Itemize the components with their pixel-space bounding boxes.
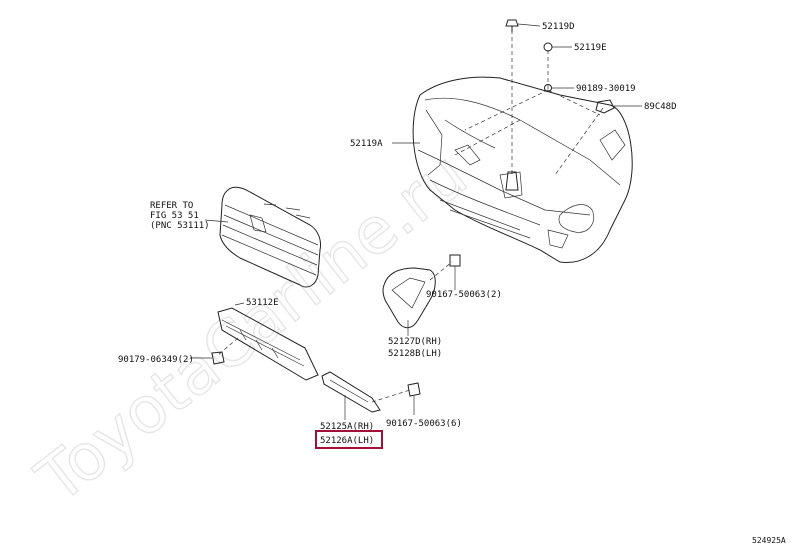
screw-90167-icon [449,254,461,267]
label-52125A[interactable]: 52125A(RH) [320,422,374,432]
bolt-90189-icon [544,84,552,92]
label-90167-50063-2[interactable]: 90167-50063(2) [426,290,502,300]
label-52128B[interactable]: 52128B(LH) [388,349,442,359]
screw-90167-6-icon [407,382,421,397]
label-90179-06349[interactable]: 90179-06349(2) [118,355,194,365]
clip-bumper-icon [505,171,519,191]
selected-part-highlight [315,430,383,449]
label-52119A[interactable]: 52119A [350,139,383,149]
label-53112E[interactable]: 53112E [246,298,279,308]
label-refer-to-line1: REFER TO [150,201,193,211]
label-90167-50063-6[interactable]: 90167-50063(6) [386,419,462,429]
watermark: ToyotaCarline.ru [24,138,481,518]
label-52119D[interactable]: 52119D [542,22,575,32]
fog-lamp-cover-drawing [382,267,436,329]
clip-90179-icon [211,351,225,365]
front-bumper-drawing [412,76,633,264]
bumper-molding-drawing [321,371,381,413]
radiator-grille-drawing [219,186,321,288]
clip-52119E-icon [543,42,553,52]
label-refer-to-line2[interactable]: FIG 53 51 [150,211,199,221]
figure-code: 524925A [752,536,786,545]
label-89C48D[interactable]: 89C48D [644,102,677,112]
label-refer-to-line3: (PNC 53111) [150,221,210,231]
label-52127D[interactable]: 52127D(RH) [388,337,442,347]
lower-grille-bar-53112E-drawing [217,307,319,381]
label-52126A[interactable]: 52126A(LH) [320,436,374,446]
label-52119E[interactable]: 52119E [574,43,607,53]
nut-89C48D-icon [595,99,615,114]
label-90189-30019[interactable]: 90189-30019 [576,84,636,94]
clip-52119D-icon [505,19,519,32]
